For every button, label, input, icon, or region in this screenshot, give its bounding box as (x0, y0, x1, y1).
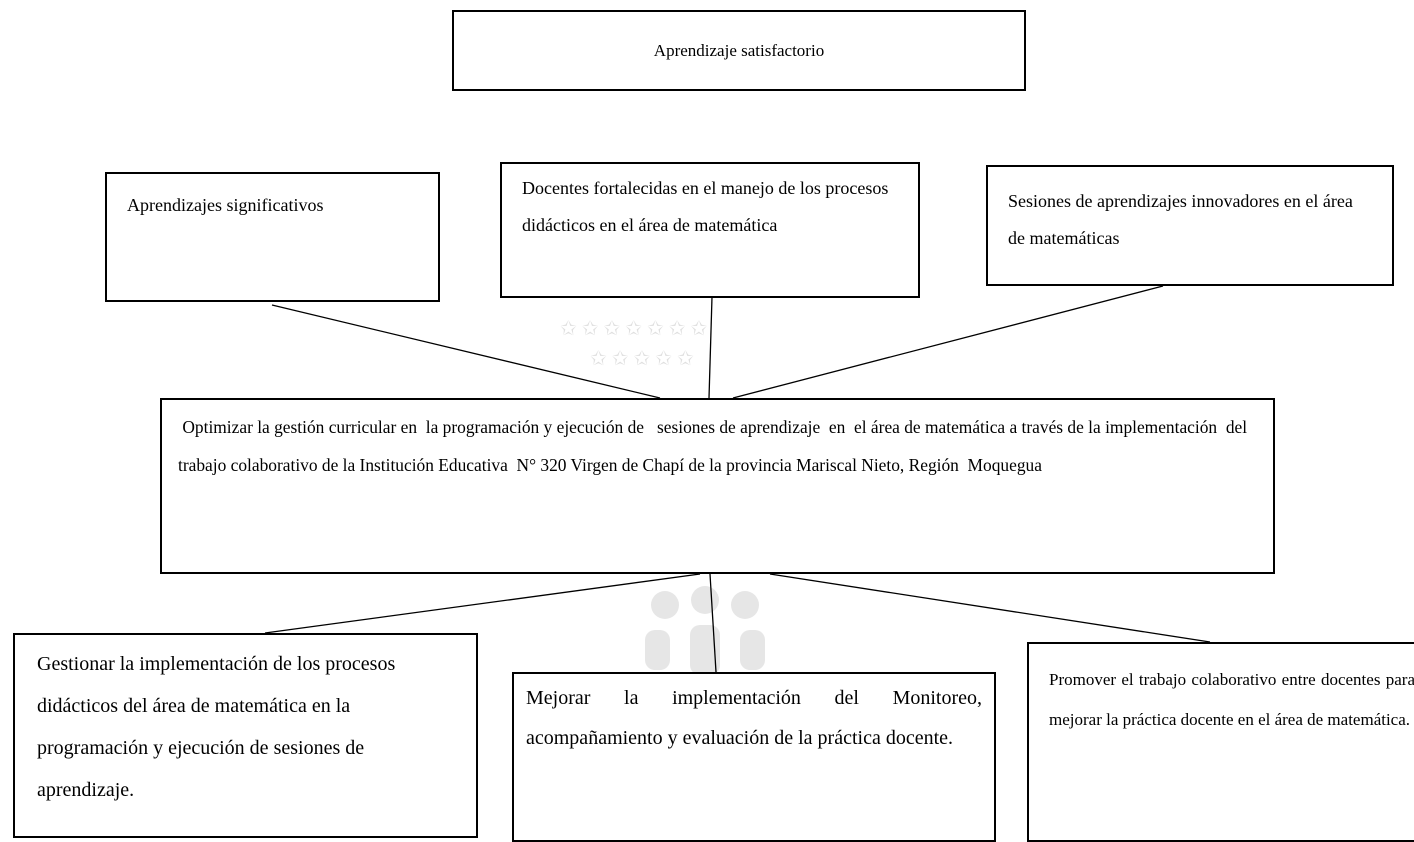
end-box-3: Sesiones de aprendizajes innovadores en … (986, 165, 1394, 286)
mean-box-3: Promover el trabajo colaborativo entre d… (1027, 642, 1414, 842)
connector-end-3 (732, 285, 1164, 399)
end-text-2: Docentes fortalecidas en el manejo de lo… (522, 178, 889, 235)
svg-text:✩ ✩ ✩ ✩ ✩ ✩ ✩: ✩ ✩ ✩ ✩ ✩ ✩ ✩ (560, 318, 708, 340)
objective-box: Optimizar la gestión curricular en la pr… (160, 398, 1275, 574)
goal-box: Aprendizaje satisfactorio (452, 10, 1026, 91)
connector-end-1 (271, 304, 661, 399)
end-text-1: Aprendizajes significativos (127, 195, 324, 215)
mean-box-1: Gestionar la implementación de los proce… (13, 633, 478, 838)
svg-text:✩ ✩ ✩ ✩ ✩: ✩ ✩ ✩ ✩ ✩ (590, 348, 694, 370)
end-box-2: Docentes fortalecidas en el manejo de lo… (500, 162, 920, 298)
mean-text-3: Promover el trabajo colaborativo entre d… (1049, 670, 1414, 729)
connector-mean-1 (264, 573, 701, 634)
connector-mean-2 (709, 573, 717, 673)
objective-text: Optimizar la gestión curricular en la pr… (178, 417, 1252, 475)
end-text-3: Sesiones de aprendizajes innovadores en … (1008, 191, 1353, 248)
mean-box-2: Mejorar la implementación del Monitoreo,… (512, 672, 996, 842)
connector-mean-3 (769, 573, 1211, 643)
end-box-1: Aprendizajes significativos (105, 172, 440, 302)
goal-text: Aprendizaje satisfactorio (653, 40, 825, 60)
connector-end-2 (708, 296, 713, 399)
mean-text-1: Gestionar la implementación de los proce… (37, 653, 396, 801)
mean-text-2: Mejorar la implementación del Monitoreo,… (526, 687, 982, 749)
